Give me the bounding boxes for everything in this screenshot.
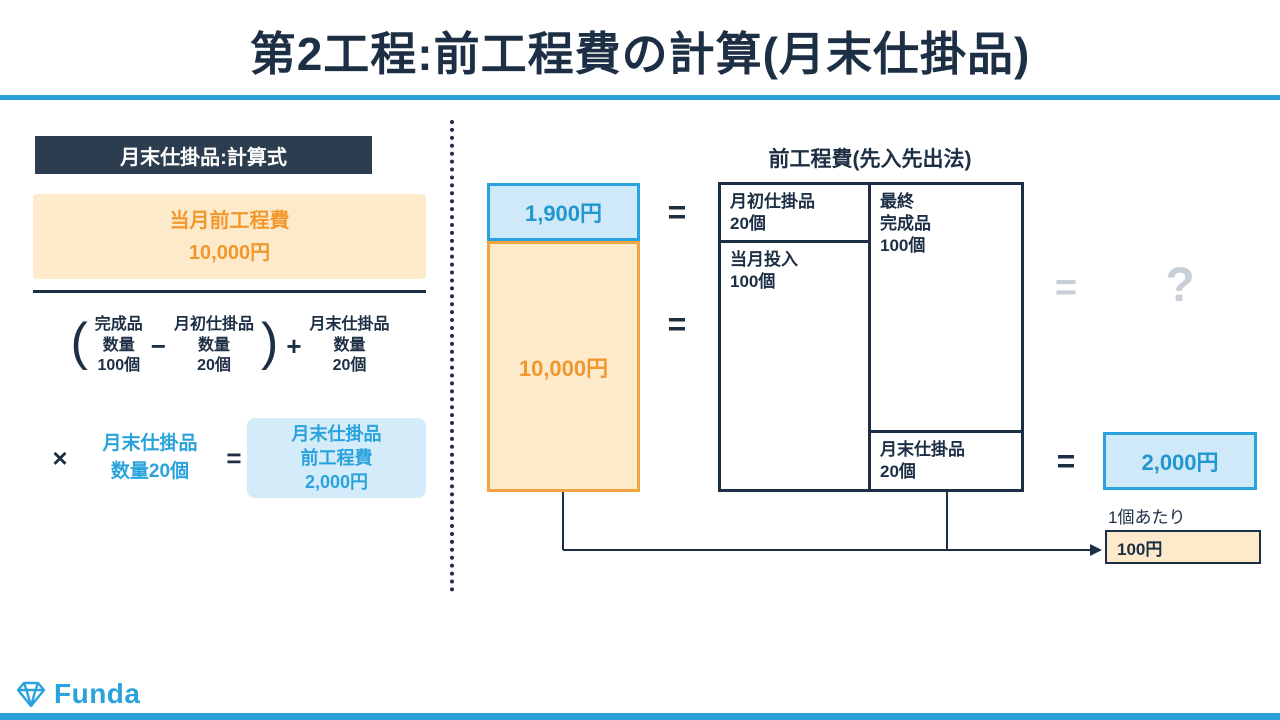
completed-qty-term: 完成品 数量 100個	[94, 315, 143, 375]
cell-beginning-wip: 月初仕掛品 20個	[721, 185, 871, 243]
page-title: 第2工程:前工程費の計算(月末仕掛品)	[249, 28, 1031, 80]
formula-header-label: 月末仕掛品:計算式	[35, 136, 372, 174]
formula-result-box: 月末仕掛品 前工程費 2,000円	[247, 418, 426, 498]
section-divider	[450, 120, 454, 592]
denominator-formula: ( 完成品 数量 100個 − 月初仕掛品 数量 20個 ) + 月末仕掛品 数…	[20, 300, 440, 392]
brand-logo: Funda	[16, 678, 141, 710]
cell-ending-wip: 月末仕掛品 20個	[880, 440, 965, 482]
minus-operator: −	[150, 330, 166, 361]
equals-gray: =	[1054, 266, 1078, 309]
plus-operator: +	[286, 330, 302, 361]
ending-wip-term: 月末仕掛品 数量 20個	[309, 315, 390, 375]
open-paren: (	[70, 313, 88, 371]
equals-operator: =	[226, 442, 242, 473]
bottom-accent-bar	[0, 713, 1280, 720]
close-paren: )	[261, 313, 279, 371]
funda-gem-icon	[16, 681, 46, 708]
per-unit-value-box: 100円	[1105, 530, 1261, 564]
ending-wip-cost-box: 2,000円	[1103, 432, 1257, 490]
brand-name: Funda	[54, 678, 141, 709]
title-divider	[0, 95, 1280, 100]
numerator-box: 当月前工程費 10,000円	[33, 194, 426, 279]
fraction-bar	[33, 290, 426, 293]
cell-final-output: 最終 完成品 100個	[871, 185, 1021, 433]
cell-current-input: 当月投入 100個	[721, 243, 871, 489]
question-mark: ?	[1165, 258, 1195, 312]
diagram-title: 前工程費(先入先出法)	[768, 148, 972, 171]
equals-middle: =	[667, 305, 687, 342]
equals-result: =	[1056, 442, 1076, 479]
multiplier-label: 月末仕掛品 数量20個	[102, 433, 198, 482]
beginning-wip-term: 月初仕掛品 数量 20個	[173, 315, 254, 375]
equals-top: =	[667, 193, 687, 230]
fifo-table: 月初仕掛品 20個 当月投入 100個 最終 完成品 100個 月末仕掛品 20…	[718, 182, 1024, 492]
current-cost-box: 10,000円	[487, 241, 640, 492]
per-unit-label: 1個あたり	[1108, 508, 1186, 527]
beginning-cost-box: 1,900円	[487, 183, 640, 241]
times-operator: ×	[52, 442, 68, 473]
